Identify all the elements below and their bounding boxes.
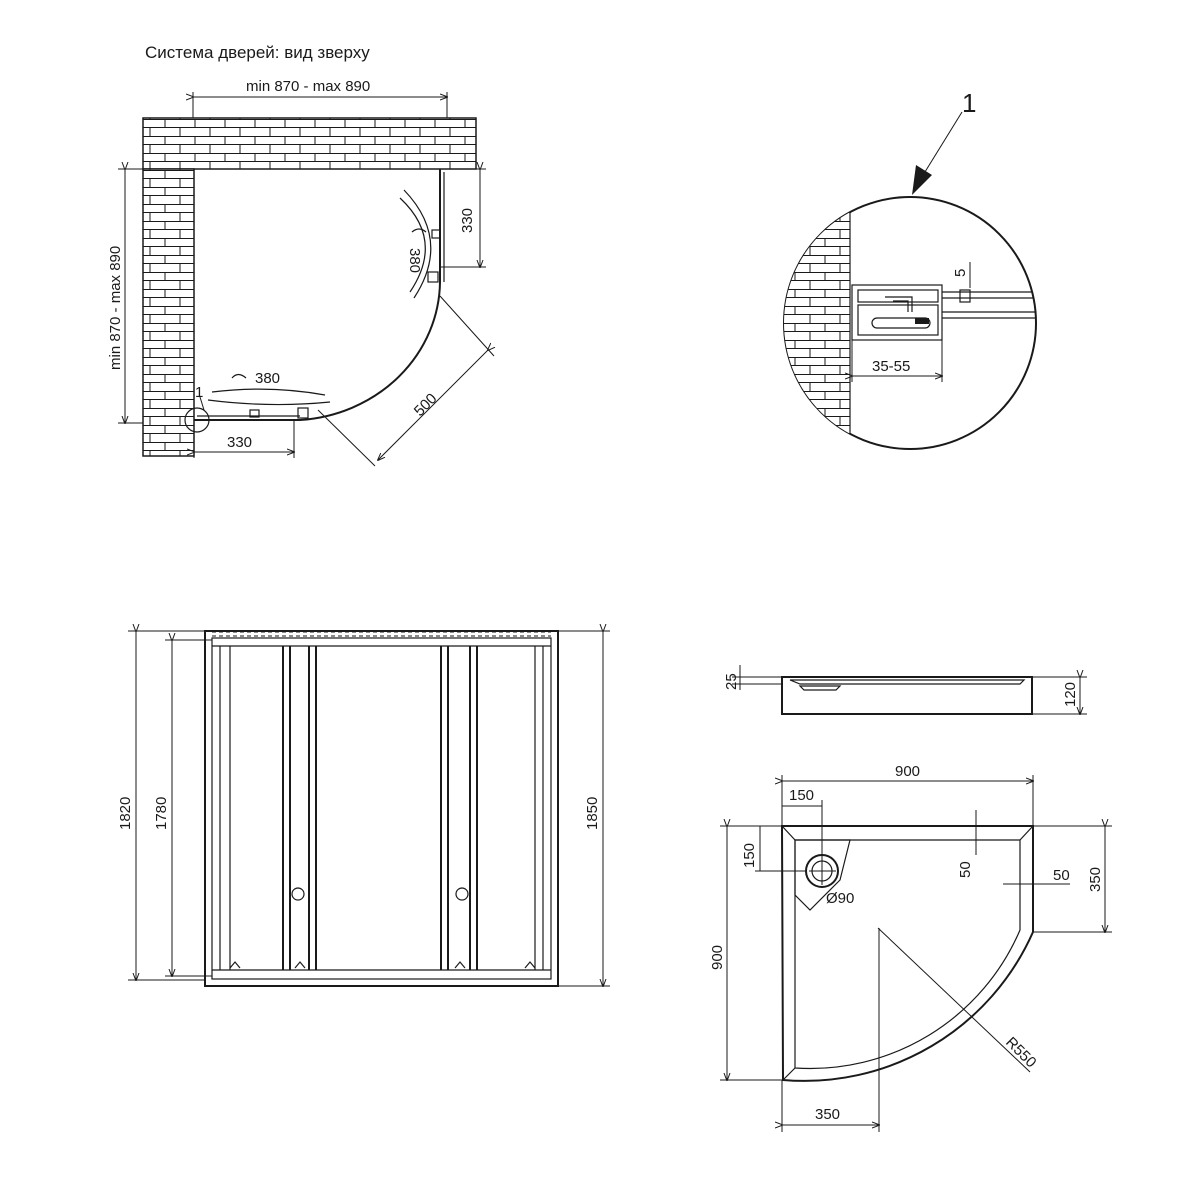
tray-inner-outline: [794, 839, 1021, 1070]
dim-bottom-330: 330: [227, 434, 252, 451]
tray-dim-drain-x: 150: [789, 787, 814, 804]
tray-side-dim-25: 25: [723, 673, 740, 690]
tray-radius: R550: [1002, 1034, 1039, 1071]
tray-side-body: [781, 676, 1033, 715]
tray-outer-outline: [780, 825, 1034, 1082]
tray-dim-border-side: 50: [1053, 867, 1070, 884]
detail-dim-5: 5: [952, 269, 969, 277]
tray-dim-depth: 900: [709, 945, 726, 970]
tray-dim-side: 350: [1087, 867, 1104, 892]
tray-dim-border-top: 50: [957, 861, 974, 878]
tray-drain-dia: Ø90: [826, 890, 854, 907]
left-wall: [142, 168, 195, 457]
dim-width-top: min 870 - max 890: [246, 78, 370, 95]
front-door-right: [440, 646, 478, 970]
profile-outer: [851, 284, 943, 341]
tray-dim-width: 900: [895, 763, 920, 780]
door-bottom-panel: [211, 388, 326, 396]
front-dim-1780: 1780: [153, 797, 170, 830]
top-view: Система дверей: вид зверху 380 380 1 min…: [107, 43, 494, 467]
detail-callout-circle: [184, 407, 210, 433]
top-view-callout: 1: [195, 384, 203, 401]
tray-side-dim-120: 120: [1062, 682, 1079, 707]
detail-dim-35-55: 35-55: [872, 358, 910, 375]
front-view: 1820 1780 1850: [117, 630, 610, 987]
dim-height-left: min 870 - max 890: [107, 246, 124, 370]
tray-side-view: 25 120: [723, 665, 1087, 715]
door-bottom-dim: 380: [255, 370, 280, 387]
detail-callout: 1: [962, 88, 976, 118]
front-outer-frame: [204, 630, 559, 987]
top-view-title: Система дверей: вид зверху: [145, 43, 370, 62]
tray-dim-drain-y: 150: [741, 843, 758, 868]
door-right-dim: 380: [406, 248, 423, 273]
handle-right-icon: [455, 887, 469, 901]
door-right-panel: [399, 197, 426, 293]
front-dim-1850: 1850: [584, 797, 601, 830]
top-wall: [142, 117, 477, 170]
dim-right-330: 330: [459, 208, 476, 233]
front-dim-1820: 1820: [117, 797, 134, 830]
detail-view: 5 35-55 1: [783, 88, 1037, 450]
front-door-left: [282, 646, 317, 970]
dim-diagonal-500: 500: [411, 390, 441, 420]
tray-dim-bottom: 350: [815, 1106, 840, 1123]
handle-left-icon: [291, 887, 305, 901]
tray-top-view: Ø90 R550 900 150 900 150 50 50 350 350: [709, 763, 1112, 1132]
